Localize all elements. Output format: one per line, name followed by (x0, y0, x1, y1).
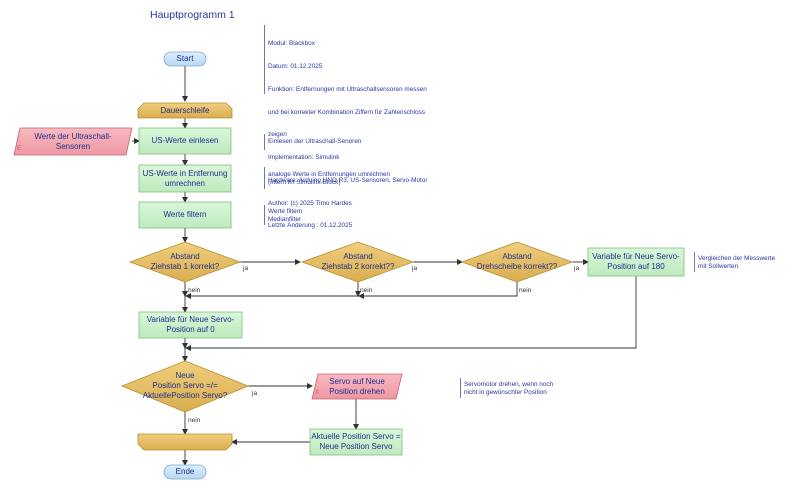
note-compare-bar (694, 252, 695, 272)
diagram-title: Hauptprogramm 1 (150, 9, 235, 21)
loop-start-label: Dauerschleife (160, 106, 210, 115)
note-read: Einlesen der Ultraschall-Senoren (268, 138, 362, 145)
note-servo-bar (460, 378, 461, 398)
filter-label: Werte filtern (163, 210, 207, 219)
info-line: zeigen (268, 131, 287, 139)
set0-label: Variable für Neue Servo- Position auf 0 (146, 315, 235, 334)
filter-box (138, 201, 232, 229)
edges (132, 66, 637, 466)
read-label: US-Werte einlesen (151, 136, 219, 145)
note-convert: analoge Werte in Entfernungen umrechnen … (268, 171, 391, 186)
info-line: und bei korrekter Kombination Ziffern fü… (268, 108, 425, 116)
edge-dec3-no (358, 282, 518, 299)
dec4-diamond (120, 360, 250, 413)
end-terminal (163, 464, 207, 480)
info-line: Modul: Blackbox (268, 40, 315, 48)
set180-box (587, 247, 685, 277)
branch-yes-dec2: ja (412, 265, 418, 272)
dec4-label: Neue Position Servo =/= AktuellePosition… (142, 371, 228, 400)
note-read-bar (264, 134, 265, 150)
convert-label: US-Werte in Entfernung umrechnen (142, 168, 228, 188)
branch-no-dec4: nein (188, 417, 201, 424)
input-shape (13, 127, 133, 156)
branch-no-dec1: nein (188, 287, 201, 294)
info-line: Hardware: Arduino UNO R3, US-Sensoren, S… (268, 176, 428, 184)
branch-no-dec2: nein (360, 287, 373, 294)
set0-box (138, 311, 243, 339)
end-label: Ende (175, 467, 195, 476)
convert-box (138, 164, 232, 193)
dec2-diamond (300, 241, 415, 283)
info-line: Letzte Änderung : 01.12.2025 (268, 222, 353, 230)
dec3-diamond (460, 241, 574, 283)
servo-label: Servo auf Neue Position drehen (329, 376, 385, 396)
update-label: Aktuelle Position Servo = Neue Position … (311, 432, 401, 451)
edge-set180-merge2 (185, 276, 637, 351)
dec2-label: Abstand Ziehstab 2 korrekt?? (321, 252, 395, 271)
input-label: Werte der Ultraschall- Sensoren (34, 131, 112, 151)
info-line: Implementation: Simulink (268, 154, 340, 162)
branch-no-dec3: nein (519, 287, 532, 294)
info-line: Datum: 01.12.2025 (268, 62, 323, 70)
info-line: Funktion: Entfernungen mit Ultraschallse… (268, 85, 427, 93)
info-block: Modul: Blackbox Datum: 01.12.2025 Funkti… (268, 25, 427, 245)
dec3-label: Abstand Drehscheibe korrekt?? (476, 252, 558, 271)
note-filter-bar (264, 205, 265, 225)
note-compare: Vergleichen der Messwerte mit Sollwerten (698, 255, 776, 270)
set180-label: Variable für Neue Servo- Position auf 18… (592, 252, 680, 271)
note-convert-bar (264, 167, 265, 189)
note-servo: Servomotor drehen, wenn noch nicht in ge… (464, 381, 554, 396)
branch-yes-dec3: ja (574, 265, 580, 272)
update-box (309, 428, 403, 456)
branch-yes-dec4: ja (252, 390, 258, 397)
info-bar (264, 25, 265, 94)
start-terminal (163, 51, 207, 67)
servo-marker: A (315, 390, 320, 396)
start-label: Start (176, 54, 194, 63)
servo-shape (311, 373, 403, 400)
dec1-label: Abstand Ziehstab 1 korrekt? (150, 252, 220, 271)
note-filter: Werte filtern Medianfilter (268, 208, 303, 223)
loop-end-shape (137, 433, 233, 451)
loop-start-shape (137, 102, 233, 119)
input-marker: E (17, 146, 22, 152)
branch-yes-dec1: ja (243, 265, 249, 272)
read-box (138, 127, 232, 155)
dec1-diamond (128, 241, 242, 283)
info-line: Author: (c) 2025 Timo Hardes (268, 199, 352, 207)
